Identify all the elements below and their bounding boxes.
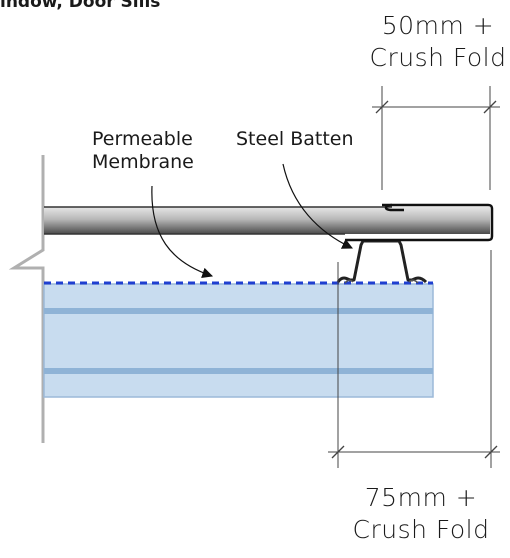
crush-fold xyxy=(345,203,494,242)
dimension-top-line2: Crush Fold xyxy=(369,43,507,72)
batten-callout-line1: Steel Batten xyxy=(236,128,354,150)
membrane-callout: Permeable Membrane xyxy=(92,128,194,174)
crush-fold-return xyxy=(384,203,393,212)
dimension-top-label: 50mm + Crush Fold xyxy=(368,10,508,74)
batten-callout: Steel Batten xyxy=(236,128,354,151)
dimension-bottom-line2: Crush Fold xyxy=(352,515,490,544)
insulation-band-upper xyxy=(44,308,433,314)
dim-top-tick-right xyxy=(483,100,497,114)
insulation-board xyxy=(43,283,434,398)
membrane-callout-line2: Membrane xyxy=(92,151,194,173)
dim-top-tick-left xyxy=(375,100,389,114)
dim-bottom-tick-right xyxy=(484,445,498,459)
steel-batten-inner xyxy=(344,279,419,284)
dimension-bottom-label: 75mm + Crush Fold xyxy=(351,482,491,546)
sill-sheet xyxy=(44,207,490,234)
membrane-leader-arrow xyxy=(151,185,214,279)
batten-leader-arrow xyxy=(282,163,353,249)
section-heading: indow, Door Sills xyxy=(0,0,161,12)
insulation-band-lower xyxy=(44,368,433,374)
dimension-top-line1: 50mm + xyxy=(381,11,495,40)
dim-bottom-tick-left xyxy=(331,445,345,459)
wall-line xyxy=(8,155,45,443)
dimension-bottom-line1: 75mm + xyxy=(364,483,478,512)
membrane-callout-line1: Permeable xyxy=(92,128,193,150)
